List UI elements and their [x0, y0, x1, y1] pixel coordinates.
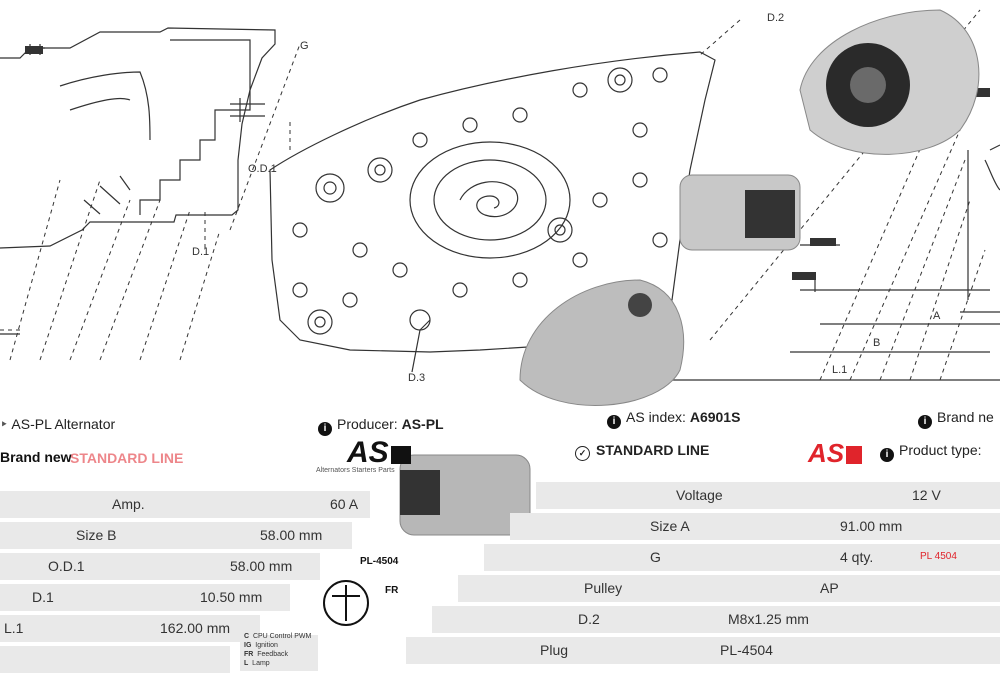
table-row: Size A 91.00 mm: [510, 513, 1000, 540]
spec-key: Pulley: [584, 580, 623, 596]
table-row: L.1 162.00 mm: [0, 615, 260, 642]
left-profile-outline: [0, 27, 276, 249]
spec-value: 162.00 mm: [160, 620, 231, 636]
table-row: D.2 M8x1.25 mm: [432, 606, 1000, 633]
spec-key: Plug: [540, 642, 569, 658]
spec-key: D.2: [578, 611, 600, 627]
dim-label-d2: D.2: [767, 12, 785, 24]
spec-value: 12 V: [912, 487, 941, 503]
spec-value: 60 A: [330, 496, 359, 512]
dim-label-g: G: [300, 40, 309, 52]
spec-value: 91.00 mm: [840, 518, 903, 534]
spec-value: 58.00 mm: [230, 558, 293, 574]
plug-pin-fr: FR: [385, 585, 399, 596]
spec-key: D.1: [32, 589, 54, 605]
dim-label-d1: D.1: [192, 246, 210, 258]
spec-value: AP: [820, 580, 839, 596]
dim-label-a: A: [933, 310, 941, 322]
table-row: Pulley AP: [458, 575, 1000, 602]
check-icon: ✓: [575, 446, 590, 461]
table-row: O.D.1 58.00 mm: [0, 553, 320, 580]
plug-legend: C CPU Control PWM IG Ignition FR Feedbac…: [244, 633, 312, 667]
table-row: [0, 646, 230, 673]
spec-key: Voltage: [676, 487, 723, 503]
plug-code-label: PL-4504: [360, 556, 399, 567]
table-row: Voltage 12 V: [536, 482, 1000, 509]
table-row: Plug PL-4504: [406, 637, 1000, 664]
pulley-outer: [409, 141, 571, 259]
spec-value: PL-4504: [720, 642, 773, 658]
standard-line-label: ✓STANDARD LINE: [575, 442, 709, 461]
spec-key: L.1: [4, 620, 24, 636]
dim-label-d3: D.3: [408, 372, 426, 384]
info-icon: i: [318, 422, 332, 436]
as-pl-logo: AS: [347, 436, 411, 470]
table-row: Amp. 60 A: [0, 491, 370, 518]
dim-label-od1: O.D.1: [248, 163, 277, 175]
spec-key: Size A: [650, 518, 690, 534]
spec-value: 10.50 mm: [200, 589, 263, 605]
standard-line-faded: STANDARD LINE: [70, 450, 184, 466]
dim-label-l1: L.1: [832, 364, 848, 376]
as-pl-logo-red: AS: [808, 438, 863, 469]
info-icon: i: [607, 415, 621, 429]
info-icon: i: [918, 415, 932, 429]
alternator-title: ‣ AS-PL Alternator: [0, 416, 116, 432]
plug-code-small: PL 4504: [920, 551, 957, 562]
table-row: Size B 58.00 mm: [0, 522, 352, 549]
spec-key: G: [650, 549, 661, 565]
dim-label-b: B: [873, 337, 881, 349]
spec-key: O.D.1: [48, 558, 85, 574]
logo-tagline: Alternators Starters Parts: [316, 467, 395, 474]
spec-value: 4 qty.: [840, 549, 874, 565]
spec-key: Size B: [76, 527, 117, 543]
brand-new-badge: Brand new: [0, 449, 72, 465]
spec-key: Amp.: [112, 496, 145, 512]
spec-value: 58.00 mm: [260, 527, 323, 543]
table-row: D.1 10.50 mm: [0, 584, 290, 611]
info-icon: i: [880, 448, 894, 462]
spec-value: M8x1.25 mm: [728, 611, 809, 627]
table-row: G 4 qty. PL 4504: [484, 544, 1000, 571]
